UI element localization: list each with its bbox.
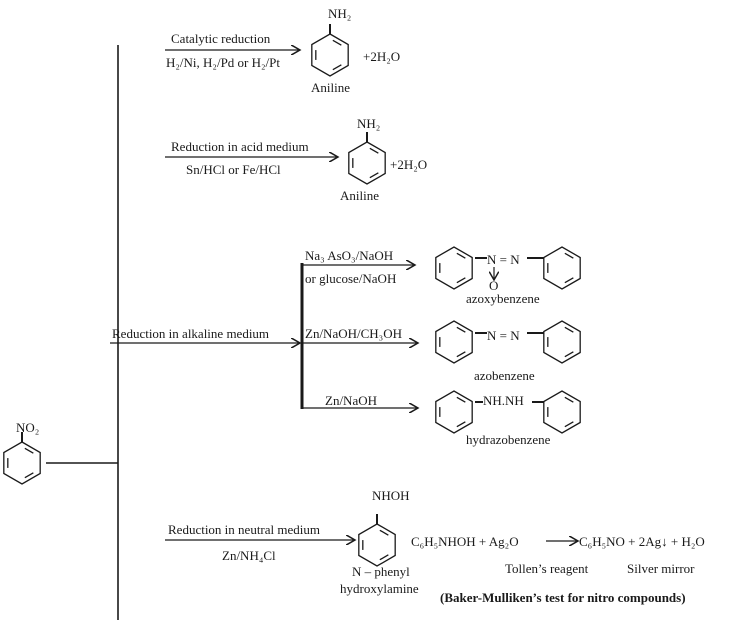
azoxy-reagent-1: Na₃ AsO₃/NaOH (305, 248, 394, 263)
catalytic-condition: Catalytic reduction (171, 31, 271, 46)
azobenzene-label: azobenzene (474, 368, 535, 383)
hydrazo-reagent: Zn/NaOH (325, 393, 377, 408)
phenyl-ring-icon (435, 320, 473, 364)
water-byproduct: +2H₂O (390, 157, 428, 172)
azoxy-oxygen: O (489, 278, 499, 293)
water-byproduct: +2H₂O (363, 49, 401, 64)
aniline-label: Aniline (311, 80, 350, 95)
phenylhydroxylamine-label-1: N – phenyl (352, 564, 410, 579)
phenyl-ring-icon (543, 246, 581, 290)
azoxy-link: N = N (487, 252, 520, 267)
phenyl-ring-icon (435, 246, 473, 290)
amine-group-label: NH₂ (357, 116, 381, 131)
aniline-label: Aniline (340, 188, 379, 203)
neutral-reagents: Zn/NH₄Cl (222, 548, 276, 563)
phenylhydroxylamine-label-2: hydroxylamine (340, 581, 419, 596)
hydrazo-link: NH.NH (483, 393, 524, 408)
aniline-ring-icon (311, 24, 349, 77)
amine-group-label: NH₂ (328, 6, 352, 21)
acid-condition: Reduction in acid medium (171, 139, 309, 154)
acid-reagents: Sn/HCl or Fe/HCl (186, 162, 281, 177)
hydrazobenzene-label: hydrazobenzene (466, 432, 551, 447)
azo-reagent: Zn/NaOH/CH₃OH (305, 326, 402, 341)
azo-link: N = N (487, 328, 520, 343)
equation-left: C₆H₅NHOH + Ag₂O (411, 534, 519, 549)
alkaline-condition: Reduction in alkaline medium (112, 326, 270, 341)
aniline-ring-icon (348, 132, 386, 185)
nitro-group-label: NO₂ (16, 420, 40, 435)
phenylhydroxylamine-ring-icon (358, 514, 396, 567)
neutral-condition: Reduction in neutral medium (168, 522, 320, 537)
azoxybenzene-label: azoxybenzene (466, 291, 540, 306)
baker-mulliken-test-label: (Baker-Mulliken’s test for nitro compoun… (440, 590, 686, 605)
tollens-reagent-label: Tollen’s reagent (505, 561, 589, 576)
azoxy-reagent-2: or glucose/NaOH (305, 271, 397, 286)
equation-right: C₆H₅NO + 2Ag↓ + H₂O (579, 534, 705, 549)
phenyl-ring-icon (543, 320, 581, 364)
phenyl-ring-icon (435, 390, 473, 434)
silver-mirror-label: Silver mirror (627, 561, 695, 576)
catalytic-reagents: H₂/Ni, H₂/Pd or H₂/Pt (166, 55, 280, 70)
hydroxylamine-group-label: NHOH (372, 488, 410, 503)
phenyl-ring-icon (543, 390, 581, 434)
nitrobenzene-icon (3, 432, 41, 485)
